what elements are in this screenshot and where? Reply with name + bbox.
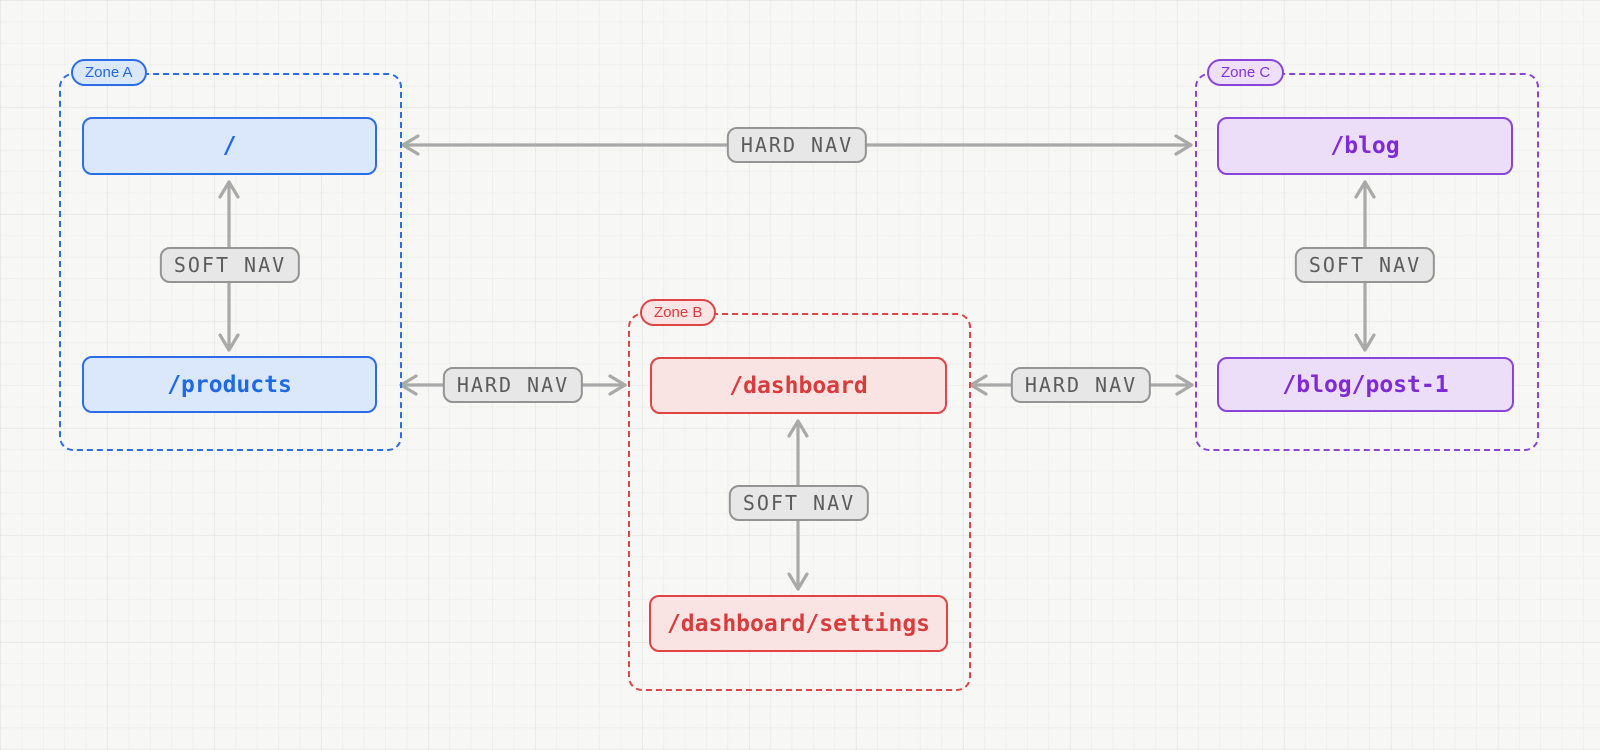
zone-a-boundary	[59, 73, 402, 451]
hard-nav-badge-left: HARD NAV	[442, 367, 584, 403]
route-node-dashboard-settings: /dashboard/settings	[649, 595, 948, 652]
soft-nav-badge-zone-a: SOFT NAV	[159, 247, 301, 283]
route-node-root: /	[82, 117, 377, 175]
route-node-products: /products	[82, 356, 377, 413]
hard-nav-badge-top: HARD NAV	[726, 127, 868, 163]
hard-nav-badge-right: HARD NAV	[1010, 367, 1152, 403]
zone-a-label-badge: Zone A	[71, 59, 147, 86]
route-node-blog-post-1: /blog/post-1	[1217, 357, 1514, 412]
soft-nav-badge-zone-c: SOFT NAV	[1294, 247, 1436, 283]
zone-b-label-badge: Zone B	[640, 299, 717, 326]
zone-c-label-badge: Zone C	[1207, 59, 1285, 86]
route-node-blog: /blog	[1217, 117, 1513, 175]
zone-c-boundary	[1195, 73, 1539, 451]
zone-b-boundary	[628, 313, 971, 691]
soft-nav-badge-zone-b: SOFT NAV	[728, 485, 870, 521]
route-node-dashboard: /dashboard	[650, 357, 947, 414]
